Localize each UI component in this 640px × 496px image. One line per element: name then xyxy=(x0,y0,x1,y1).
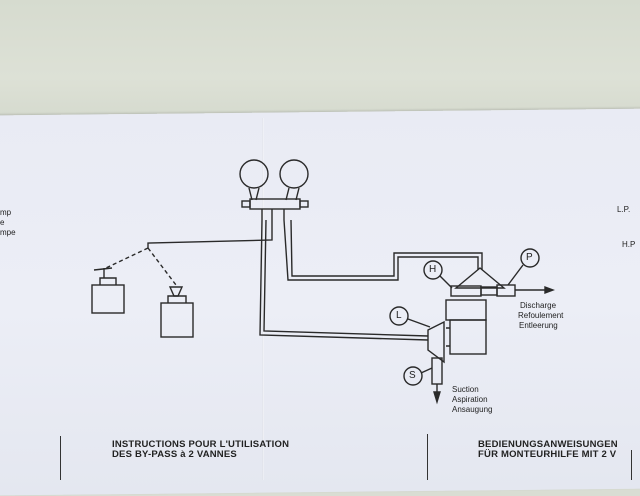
left-fragment-1: mp xyxy=(0,208,12,217)
discharge-label-de: Entleerung xyxy=(519,321,558,330)
compressor-head xyxy=(445,299,487,321)
high-pressure-gauge xyxy=(279,159,309,189)
paper-fold xyxy=(262,118,264,480)
callout-s-label: S xyxy=(409,370,416,381)
left-fragment-3: mpe xyxy=(0,228,16,237)
table-surface xyxy=(0,0,640,130)
left-fragment-2: e xyxy=(0,218,5,227)
refrigerant-bottle-2 xyxy=(160,302,194,338)
german-title-line-1: BEDIENUNGSANWEISUNGEN xyxy=(478,439,618,450)
suction-valve xyxy=(427,320,445,364)
french-title-line-1: INSTRUCTIONS POUR L'UTILISATION xyxy=(112,439,290,450)
manifold-body xyxy=(249,198,301,210)
lp-label: L.P. xyxy=(617,205,631,214)
bypass-diagram xyxy=(91,159,555,405)
german-title-line-2: FÜR MONTEURHILFE MIT 2 V xyxy=(478,449,617,460)
suction-label-fr: Aspiration xyxy=(452,395,488,404)
callout-p xyxy=(520,248,540,268)
low-pressure-gauge xyxy=(239,159,269,189)
callout-l-label: L xyxy=(396,310,402,321)
suction-label-en: Suction xyxy=(452,385,479,394)
french-title-line-2: DES BY-PASS à 2 VANNES xyxy=(112,449,237,460)
footer-divider-left xyxy=(60,436,61,480)
callout-h-label: H xyxy=(429,264,437,275)
callout-s xyxy=(403,366,423,386)
callout-p-label: P xyxy=(526,252,533,263)
footer-divider-right xyxy=(631,450,632,480)
discharge-label-en: Discharge xyxy=(520,301,557,310)
footer-divider-mid xyxy=(427,434,428,480)
hp-label: H.P xyxy=(622,240,636,249)
hose-to-discharge xyxy=(283,219,479,281)
callout-l xyxy=(389,306,409,326)
callout-h xyxy=(423,260,443,280)
hose-to-suction xyxy=(259,219,429,341)
compressor-body xyxy=(449,319,487,355)
hose-to-bottles xyxy=(147,220,273,248)
discharge-label-fr: Refoulement xyxy=(518,311,564,320)
refrigerant-bottle-1 xyxy=(91,284,125,314)
suction-label-de: Ansaugung xyxy=(452,405,493,414)
